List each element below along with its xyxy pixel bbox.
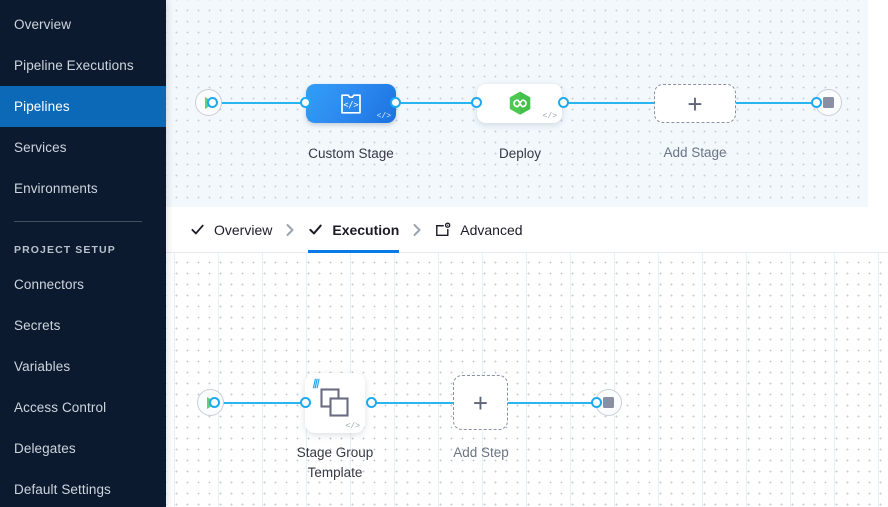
connector-dot-end[interactable] — [811, 97, 822, 108]
connector-dot-deploy-out[interactable] — [558, 97, 569, 108]
stage-config-tabs: Overview Execution Advanced — [166, 207, 888, 253]
sidebar-item-label: Services — [14, 140, 67, 155]
svg-text:</>: </> — [343, 100, 358, 110]
plus-icon: + — [687, 88, 703, 119]
edge-stage-group-to-add-step — [372, 402, 462, 404]
sidebar-divider — [14, 221, 142, 222]
sidebar-item-pipeline-executions[interactable]: Pipeline Executions — [0, 45, 166, 86]
sidebar-item-label: Environments — [14, 181, 98, 196]
plus-icon: + — [472, 387, 489, 418]
canvas-right-filler — [868, 0, 888, 207]
tab-label: Overview — [214, 221, 273, 238]
sidebar-item-label: Secrets — [14, 318, 61, 333]
tab-label: Execution — [332, 221, 400, 238]
sidebar-item-label: Overview — [14, 17, 72, 32]
connector-dot-custom-stage-in[interactable] — [300, 97, 311, 108]
sidebar-section-project-setup: PROJECT SETUP — [14, 244, 116, 256]
node-label-add-stage: Add Stage — [663, 145, 727, 160]
stop-icon — [823, 97, 834, 108]
sidebar-item-overview[interactable]: Overview — [0, 4, 166, 45]
sidebar-item-label: Pipelines — [14, 99, 70, 114]
code-badge: </> — [542, 112, 557, 121]
sidebar-item-label: Default Settings — [14, 482, 111, 497]
edge-custom-stage-to-deploy — [394, 102, 494, 104]
advanced-settings-icon — [436, 221, 451, 236]
edge-start-to-custom-stage — [212, 102, 308, 104]
stage-canvas[interactable]: </> </> Custom Stage </> Deploy + Add St… — [166, 0, 868, 207]
sidebar-item-label: Connectors — [14, 277, 85, 292]
step-canvas[interactable]: ||| </> Stage Group Template + Add Step — [166, 253, 888, 507]
edge-add-stage-to-end — [724, 102, 816, 104]
sidebar-item-delegates[interactable]: Delegates — [0, 428, 166, 469]
tab-overview[interactable]: Overview — [190, 207, 272, 253]
sidebar-item-secrets[interactable]: Secrets — [0, 305, 166, 346]
sidebar-item-services[interactable]: Services — [0, 127, 166, 168]
node-label-custom-stage: Custom Stage — [308, 146, 394, 161]
sidebar-item-variables[interactable]: Variables — [0, 346, 166, 387]
tab-advanced[interactable]: Advanced — [435, 207, 523, 253]
tab-execution[interactable]: Execution — [308, 207, 399, 253]
connector-dot-stage-group-out[interactable] — [366, 397, 377, 408]
connector-dot-start[interactable] — [207, 97, 218, 108]
sidebar-item-label: Delegates — [14, 441, 76, 456]
sidebar: Overview Pipeline Executions Pipelines S… — [0, 0, 166, 507]
node-custom-stage[interactable]: </> </> — [306, 84, 396, 123]
node-label-add-step: Add Step — [453, 445, 509, 460]
tab-separator-icon — [399, 222, 435, 238]
edge-add-step-to-end — [508, 402, 600, 404]
node-label-stage-group-template: Stage Group Template — [296, 445, 374, 480]
code-badge: </> — [345, 422, 360, 431]
check-icon — [191, 224, 204, 235]
check-icon — [309, 224, 323, 235]
sidebar-item-pipelines[interactable]: Pipelines — [0, 86, 166, 127]
sidebar-item-default-settings[interactable]: Default Settings — [0, 469, 166, 507]
sidebar-item-access-control[interactable]: Access Control — [0, 387, 166, 428]
tab-label: Advanced — [460, 221, 523, 238]
sidebar-item-label: Access Control — [14, 400, 107, 415]
connector-dot-stage-group-in[interactable] — [300, 397, 311, 408]
connector-dot-start[interactable] — [209, 397, 220, 408]
edge-start-to-stage-group — [214, 402, 309, 404]
tab-separator-icon — [272, 222, 308, 238]
connector-dot-deploy-in[interactable] — [471, 97, 482, 108]
node-stage-group-template[interactable]: ||| </> — [305, 373, 365, 433]
harness-cd-hexagon-icon — [509, 91, 530, 115]
sidebar-item-label: Variables — [14, 359, 71, 374]
connector-dot-end[interactable] — [591, 397, 602, 408]
node-deploy-stage[interactable]: </> — [477, 84, 562, 123]
sidebar-item-label: Pipeline Executions — [14, 58, 134, 73]
node-add-step[interactable]: + — [453, 375, 508, 430]
edge-deploy-to-add-stage — [558, 102, 654, 104]
sidebar-item-connectors[interactable]: Connectors — [0, 264, 166, 305]
sidebar-item-environments[interactable]: Environments — [0, 168, 166, 209]
connector-dot-custom-stage-out[interactable] — [390, 97, 401, 108]
node-label-deploy-stage: Deploy — [498, 146, 542, 161]
stop-icon — [603, 397, 614, 408]
code-badge: </> — [376, 112, 391, 121]
node-add-stage[interactable]: + — [654, 84, 736, 123]
custom-stage-template-icon: </> — [341, 93, 361, 114]
stacked-squares-icon — [320, 388, 349, 417]
